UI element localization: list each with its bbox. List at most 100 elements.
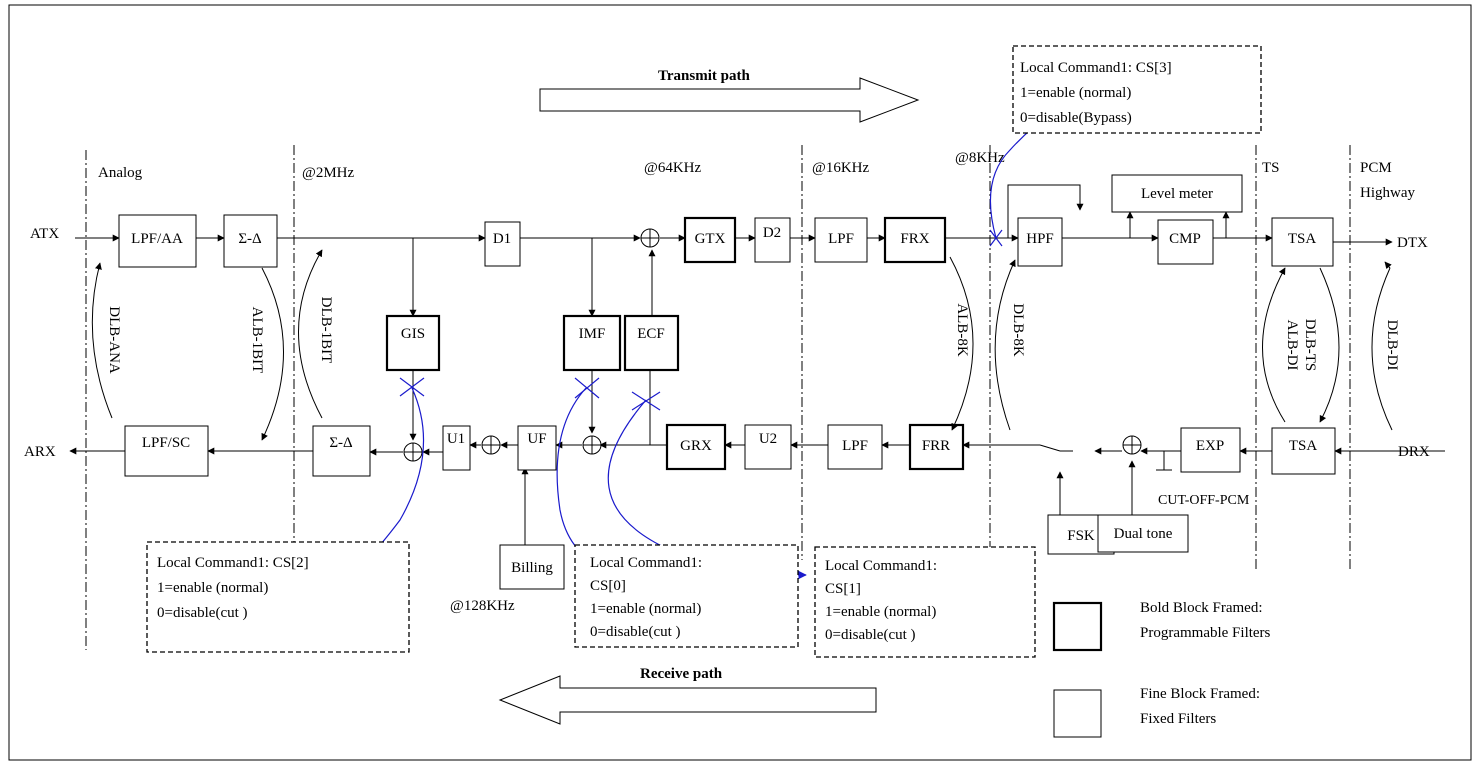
block-billing: Billing [499, 544, 565, 590]
cut-marker-cs1 [631, 391, 661, 411]
block-lpf-tx: LPF [814, 217, 868, 263]
svg-text:U2: U2 [759, 431, 777, 447]
block-u1: U1 [442, 425, 471, 471]
svg-text:1=enable (normal): 1=enable (normal) [157, 580, 268, 596]
callout-curves [344, 112, 1053, 581]
svg-text:Local Command1:: Local Command1: [590, 555, 702, 571]
sum-junction-gis [403, 442, 423, 462]
block-tsa-tx: TSA [1271, 217, 1334, 267]
block-grx: GRX [665, 423, 727, 471]
loop-label-dlb-8k: DLB-8K [1010, 303, 1026, 356]
loop-label-alb-8k: ALB-8K [954, 303, 970, 356]
block-exp: EXP [1180, 427, 1241, 473]
svg-text:Level meter: Level meter [1141, 186, 1213, 202]
zone-label-analog: Analog [98, 165, 143, 181]
block-lpfaa: LPF/AA [118, 214, 197, 268]
sum-junction-dualtone [1122, 435, 1142, 455]
loop-label-alb-di: ALB-DI [1284, 320, 1300, 371]
outer-frame [8, 4, 1472, 761]
svg-text:0=disable(cut ): 0=disable(cut ) [825, 627, 916, 643]
svg-text:Bold Block Framed:: Bold Block Framed: [1140, 600, 1263, 616]
block-frx: FRX [883, 216, 947, 264]
block-tsa-rx: TSA [1271, 427, 1336, 475]
block-sigma-delta-rx: Σ-Δ [312, 425, 371, 477]
svg-text:IMF: IMF [579, 326, 606, 342]
signal-dtx: DTX [1397, 235, 1428, 251]
legend-programmable: Bold Block Framed: Programmable Filters [1052, 600, 1271, 652]
zone-label-8khz: @8KHz [955, 150, 1005, 166]
svg-text:TSA: TSA [1288, 231, 1317, 247]
zone-label-16khz: @16KHz [812, 160, 869, 176]
zone-label-64khz: @64KHz [644, 160, 701, 176]
summing-junctions [403, 228, 1142, 462]
transmit-path-arrow [539, 77, 920, 123]
loop-label-dlb-di: DLB-DI [1384, 320, 1400, 371]
block-d1: D1 [484, 221, 521, 267]
sum-junction-u1 [481, 435, 501, 455]
svg-text:CS[1]: CS[1] [825, 581, 861, 597]
svg-text:0=disable(cut ): 0=disable(cut ) [157, 605, 248, 621]
svg-text:1=enable (normal): 1=enable (normal) [1020, 85, 1131, 101]
block-gtx: GTX [683, 216, 737, 264]
svg-text:Fixed Filters: Fixed Filters [1140, 711, 1216, 727]
svg-text:Σ-Δ: Σ-Δ [238, 231, 262, 247]
svg-text:D1: D1 [493, 231, 511, 247]
loop-label-dlb-1bit: DLB-1BIT [318, 297, 334, 364]
svg-text:HPF: HPF [1026, 231, 1054, 247]
block-frr: FRR [908, 423, 965, 471]
loop-label-dlb-ts: DLB-TS [1302, 319, 1318, 372]
svg-text:Billing: Billing [511, 560, 553, 576]
svg-text:LPF: LPF [842, 438, 868, 454]
block-dual-tone: Dual tone [1097, 514, 1189, 553]
loopback-arcs [91, 249, 1393, 441]
svg-text:GRX: GRX [680, 438, 712, 454]
block-ecf: ECF [623, 314, 680, 372]
svg-text:GTX: GTX [695, 231, 726, 247]
zone-label-ts: TS [1262, 160, 1280, 176]
note-cs3: Local Command1: CS[3] 1=enable (normal) … [1012, 45, 1262, 134]
svg-text:0=disable(cut ): 0=disable(cut ) [590, 624, 681, 640]
svg-text:Dual tone: Dual tone [1114, 526, 1173, 542]
zone-label-pcm: PCM [1360, 160, 1392, 176]
svg-text:LPF/SC: LPF/SC [142, 435, 190, 451]
block-level-meter: Level meter [1111, 174, 1243, 213]
transmit-path-label: Transmit path [658, 68, 750, 84]
svg-text:Local Command1: CS[3]: Local Command1: CS[3] [1020, 60, 1172, 76]
svg-text:UF: UF [527, 431, 546, 447]
svg-text:TSA: TSA [1289, 438, 1318, 454]
block-lpf-rx: LPF [827, 424, 883, 470]
legend-fixed: Fine Block Framed: Fixed Filters [1053, 686, 1260, 738]
svg-text:Programmable Filters: Programmable Filters [1140, 625, 1271, 641]
loop-label-alb-1bit: ALB-1BIT [249, 307, 265, 374]
signal-atx: ATX [30, 226, 59, 242]
cut-marker-cs2 [399, 377, 425, 397]
zone-label-2mhz: @2MHz [302, 165, 354, 181]
svg-text:CMP: CMP [1169, 231, 1201, 247]
cut-off-pcm-label: CUT-OFF-PCM [1158, 493, 1250, 508]
block-uf: UF [517, 425, 557, 471]
note-cs0: Local Command1: CS[0] 1=enable (normal) … [574, 544, 799, 648]
block-cmp: CMP [1157, 219, 1214, 265]
block-sigma-delta-tx: Σ-Δ [223, 214, 278, 268]
svg-text:FSK: FSK [1067, 528, 1095, 544]
receive-path-arrow [498, 675, 877, 725]
block-gis: GIS [385, 314, 441, 372]
block-d2: D2 [754, 217, 791, 263]
block-imf: IMF [562, 314, 622, 372]
svg-text:U1: U1 [447, 431, 465, 447]
svg-text:1=enable (normal): 1=enable (normal) [590, 601, 701, 617]
note-cs2: Local Command1: CS[2] 1=enable (normal) … [146, 541, 410, 653]
svg-text:1=enable (normal): 1=enable (normal) [825, 604, 936, 620]
block-u2: U2 [744, 424, 792, 470]
svg-text:Local Command1: CS[2]: Local Command1: CS[2] [157, 555, 309, 571]
block-hpf: HPF [1017, 217, 1063, 267]
signal-arx: ARX [24, 444, 56, 460]
cut-marker-cs0 [574, 377, 600, 399]
signal-drx: DRX [1398, 444, 1430, 460]
svg-text:CS[0]: CS[0] [590, 578, 626, 594]
svg-text:LPF/AA: LPF/AA [131, 231, 183, 247]
block-lpfsc: LPF/SC [124, 425, 209, 477]
svg-text:0=disable(Bypass): 0=disable(Bypass) [1020, 110, 1132, 126]
svg-text:ECF: ECF [637, 326, 665, 342]
